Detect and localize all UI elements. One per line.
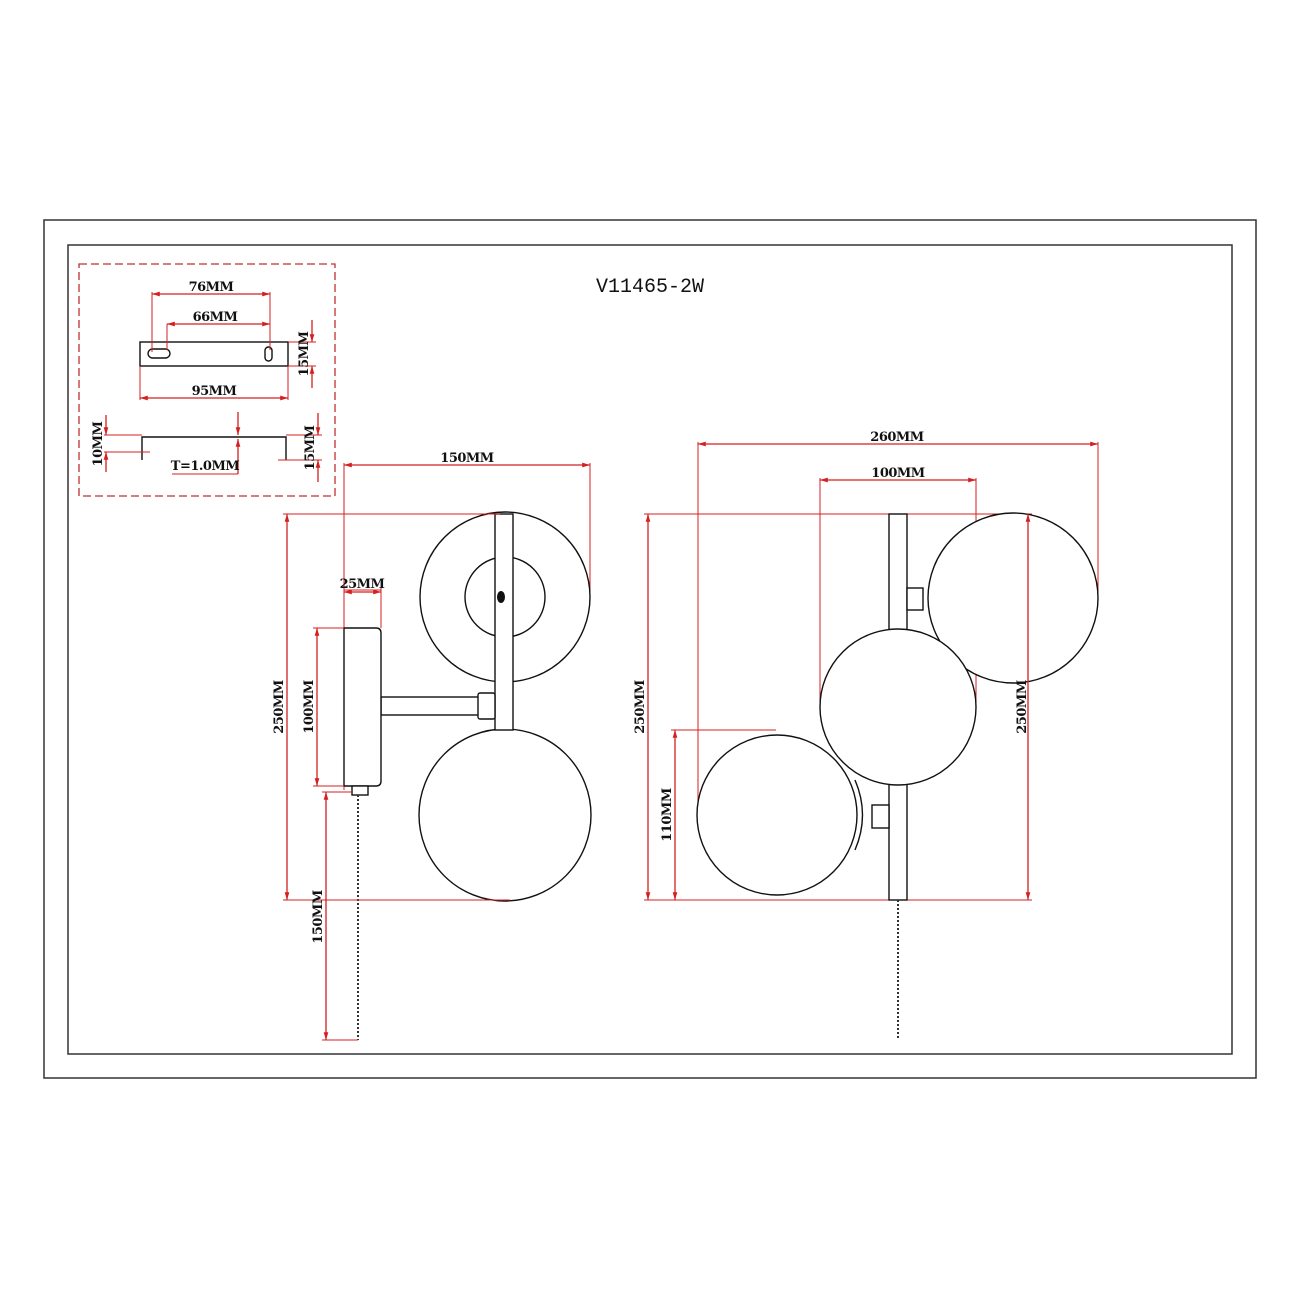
dim-100mm-base: 100MM: [302, 680, 317, 734]
dim-25mm: 25MM: [340, 577, 385, 592]
switch: [351, 785, 369, 796]
dim-110mm: 110MM: [660, 788, 675, 842]
globe-middle: [819, 628, 977, 786]
dim-thickness: T=1.0MM: [171, 459, 240, 474]
bracket-plate: [139, 341, 289, 367]
dim-150mm-chain: 150MM: [311, 890, 326, 944]
dim-260mm: 260MM: [870, 430, 924, 445]
dim-66mm: 66MM: [193, 310, 238, 325]
dim-10mm: 10MM: [91, 421, 106, 466]
slot-hole: [147, 348, 171, 359]
dim-250mm-left: 250MM: [633, 680, 648, 734]
outer-border: [43, 219, 1257, 1079]
inner-border: [67, 244, 1233, 1055]
screw: [497, 591, 505, 603]
wall-base: [343, 627, 382, 787]
dim-15mm-plate: 15MM: [297, 331, 312, 376]
connector-bottom: [871, 804, 890, 829]
bracket-detail: 76MM 66MM 95MM 15MM 10MM T=1.0MM 15MM: [78, 263, 336, 497]
drawing-title: V11465-2W: [596, 276, 704, 299]
dim-250mm-right: 250MM: [1015, 680, 1030, 734]
dim-100mm-offset: 100MM: [871, 466, 925, 481]
dim-250mm-side: 250MM: [272, 680, 287, 734]
dim-150mm-depth: 150MM: [440, 451, 494, 466]
globe-bottom-side: [418, 728, 592, 902]
arm-collar: [477, 692, 496, 720]
vertical-bar: [494, 513, 514, 731]
dim-76mm: 76MM: [189, 280, 234, 295]
side-view: 150MM 25MM 250MM 100MM 150MM: [272, 451, 592, 1041]
round-hole: [264, 346, 273, 362]
bracket-profile: [141, 436, 287, 460]
front-view: 260MM 100MM 250MM 110MM 250MM: [633, 430, 1099, 1040]
dim-95mm: 95MM: [192, 384, 237, 399]
globe-bottom-left: [696, 734, 858, 896]
connector-top: [906, 587, 924, 611]
dim-15mm-leg: 15MM: [303, 425, 318, 470]
detail-frame: [78, 263, 336, 497]
globe-top-right: [927, 512, 1099, 684]
arm: [380, 696, 481, 716]
